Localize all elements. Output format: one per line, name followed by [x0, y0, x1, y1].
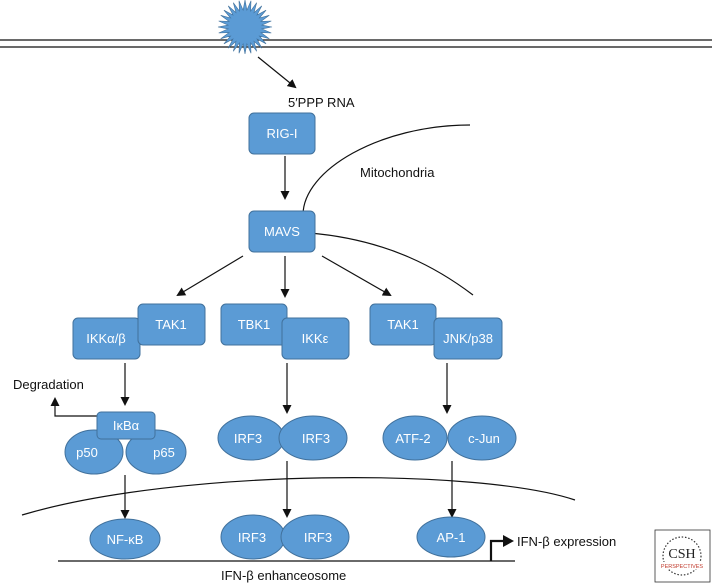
irf3-a-label: IRF3: [234, 431, 262, 446]
arrow-mavs-to-tak1-left: [176, 255, 244, 297]
tak1-left-label: TAK1: [155, 317, 187, 332]
ifn-expression-label: IFN-β expression: [517, 534, 616, 549]
rig-i-node: RIG-I: [248, 112, 316, 155]
cjun-label: c-Jun: [468, 431, 500, 446]
virus-icon: [217, 0, 273, 55]
ikba-label: IκBα: [113, 418, 140, 433]
irf3-c-label: IRF3: [238, 530, 266, 545]
mitochondria-outer-membrane: [302, 124, 471, 216]
irf3-b-label: IRF3: [302, 431, 330, 446]
arrow-degradation: [50, 397, 97, 417]
csh-perspectives-logo: CSH PERSPECTIVES: [654, 529, 711, 583]
mitochondria-label: Mitochondria: [360, 165, 435, 180]
rig-i-label: RIG-I: [266, 126, 297, 141]
irf3-c-node: IRF3: [220, 514, 286, 560]
mavs-label: MAVS: [264, 224, 300, 239]
irf3-d-label: IRF3: [304, 530, 332, 545]
degradation-label: Degradation: [13, 377, 84, 392]
tak1-right-label: TAK1: [387, 317, 419, 332]
nuclear-membrane: [21, 477, 576, 516]
ap1-label: AP-1: [437, 530, 466, 545]
tbk1-node: TBK1: [220, 303, 288, 346]
irf3-a-node: IRF3: [217, 415, 285, 461]
arrow-virus-to-rna: [257, 56, 297, 89]
ikk-e-label: IKKε: [302, 331, 329, 346]
mavs-node: MAVS: [248, 210, 316, 253]
ikk-e-node: IKKε: [281, 317, 350, 360]
ikba-node: IκBα: [96, 411, 156, 440]
tbk1-label: TBK1: [238, 317, 271, 332]
logo-line2: PERSPECTIVES: [661, 564, 704, 570]
jnk-p38-node: JNK/p38: [433, 317, 503, 360]
tak1-right-node: TAK1: [369, 303, 437, 346]
p50-label: p50: [76, 445, 98, 460]
transcription-arrow-icon: [503, 535, 514, 547]
atf2-node: ATF-2: [382, 415, 448, 461]
nfkb-node: NF-κB: [89, 518, 161, 560]
p50-node: p50: [64, 429, 124, 475]
ikk-ab-label: IKKα/β: [86, 331, 126, 346]
tak1-left-node: TAK1: [137, 303, 206, 346]
jnk-p38-label: JNK/p38: [443, 331, 493, 346]
p65-node: p65: [125, 429, 187, 475]
atf2-label: ATF-2: [395, 431, 430, 446]
mitochondria-inner-membrane: [309, 232, 474, 296]
enhanceosome-label: IFN-β enhanceosome: [221, 568, 346, 583]
ikk-ab-node: IKKα/β: [72, 317, 141, 360]
nfkb-label: NF-κB: [107, 532, 144, 547]
ap1-node: AP-1: [416, 516, 486, 558]
cjun-node: c-Jun: [447, 415, 517, 461]
arrow-mavs-to-tak1-right: [321, 255, 392, 296]
rna-label: 5′PPP RNA: [288, 95, 355, 110]
logo-line1: CSH: [668, 547, 695, 562]
transcription-start-line: [489, 539, 505, 561]
irf3-b-node: IRF3: [278, 415, 348, 461]
irf3-d-node: IRF3: [280, 514, 350, 560]
p65-label: p65: [153, 445, 175, 460]
